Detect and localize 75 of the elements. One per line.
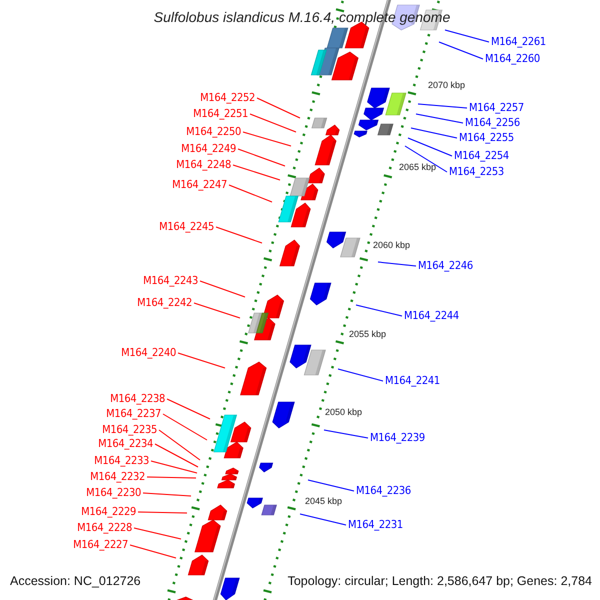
gene-label: M164_2237	[106, 408, 161, 419]
leader-line	[134, 528, 182, 540]
leader-line	[138, 512, 188, 514]
scale-label: 2050 kbp	[325, 408, 362, 417]
gene-label: M164_2233	[94, 455, 149, 466]
leader-line	[150, 460, 198, 474]
leader-line	[158, 430, 200, 460]
gene-label: M164_2234	[98, 438, 153, 449]
leader-line	[408, 138, 452, 156]
scale-label: 2060 kbp	[373, 241, 410, 250]
gene-label: M164_2247	[172, 179, 227, 190]
leader-line	[444, 30, 490, 42]
gene-label: M164_2239	[370, 432, 425, 443]
leader-line	[308, 480, 354, 492]
gene-label: M164_2238	[110, 393, 165, 404]
leader-line	[410, 128, 458, 138]
gene-label: M164_2235	[102, 424, 157, 435]
gene-label: M164_2229	[81, 506, 136, 517]
gene-label: M164_2242	[137, 297, 192, 308]
gene-label: M164_2241	[385, 375, 440, 386]
leader-line	[232, 164, 280, 180]
gene-label: M164_2246	[418, 260, 473, 271]
leader-line	[404, 146, 448, 172]
leader-line	[200, 280, 246, 298]
leader-line	[130, 544, 176, 558]
gene-label: M164_2245	[159, 221, 214, 232]
title: Sulfolobus islandicus M.16.4, complete genome	[152, 10, 452, 24]
leader-line	[228, 184, 272, 202]
gene-label: M164_2260	[485, 53, 540, 64]
gene-label: M164_2227	[73, 539, 128, 550]
scale-label: 2045 kbp	[305, 497, 342, 506]
leader-line	[238, 148, 286, 166]
gene-label: M164_2257	[469, 102, 524, 113]
gene-label: M164_2252	[200, 92, 255, 103]
gene-label: M164_2253	[449, 166, 504, 177]
gene-label: M164_2250	[186, 126, 241, 137]
scale-label: 2070 kbp	[428, 81, 466, 90]
scale-label: 2065 kbp	[399, 163, 436, 172]
gene-label: M164_2249	[181, 143, 236, 154]
gene-label: M164_2254	[454, 150, 509, 161]
gene-label: M164_2255	[459, 132, 514, 143]
leader-line	[378, 262, 416, 266]
leader-line	[162, 414, 208, 440]
gene-label: M164_2228	[77, 522, 132, 533]
leader-line	[250, 114, 296, 132]
footer-text: Accession: NC_012726	[10, 575, 141, 588]
leader-line	[338, 368, 384, 382]
scale-label: 2055 kbp	[349, 330, 386, 339]
gene-label: M164_2230	[86, 487, 141, 498]
gene-label: M164_2236	[356, 485, 411, 496]
leader-line	[216, 226, 262, 244]
gene-label: M164_2248	[176, 159, 231, 170]
leader-line	[324, 430, 368, 438]
gene-label: M164_2251	[193, 108, 248, 119]
footer-text: Topology: circular; Length: 2,586,647 bp; Genes: 2,784	[288, 575, 592, 588]
leader-line	[178, 352, 226, 368]
leader-line	[194, 302, 240, 318]
gene-label: M164_2240	[121, 347, 176, 358]
leader-line	[438, 42, 484, 60]
leader-line	[416, 114, 464, 124]
leader-line	[166, 398, 210, 420]
leader-line	[242, 132, 292, 146]
gene-label: M164_2261	[491, 36, 546, 47]
gene-label: M164_2232	[90, 471, 145, 482]
gene-label: M164_2244	[404, 310, 459, 321]
leader-line	[256, 98, 300, 118]
leader-line	[300, 514, 346, 526]
gene-label: M164_2256	[465, 117, 520, 128]
gene-label: M164_2243	[143, 275, 198, 286]
leader-line	[146, 476, 196, 478]
leader-line	[418, 104, 468, 108]
leader-line	[356, 304, 402, 316]
leader-line	[142, 492, 192, 496]
gene-label: M164_2231	[348, 519, 403, 530]
leader-line	[154, 444, 198, 468]
